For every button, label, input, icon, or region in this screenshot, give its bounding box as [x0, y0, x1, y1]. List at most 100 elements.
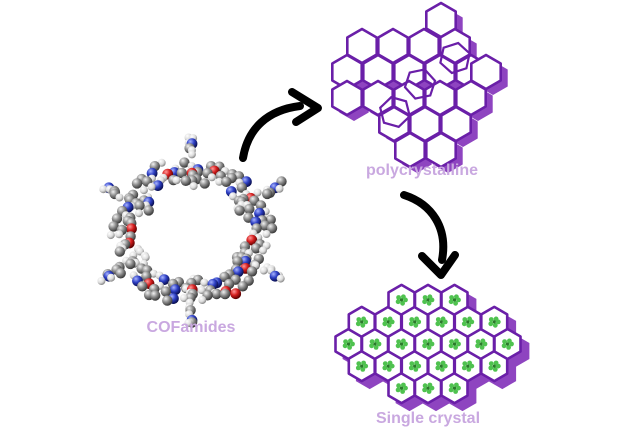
- hydrogen-atom: [139, 186, 148, 195]
- guest-molecule-icon: [408, 316, 422, 328]
- hydrogen-atom: [115, 230, 124, 239]
- hydrogen-atom: [141, 253, 150, 262]
- guest-molecule-icon: [435, 360, 448, 372]
- carbon-atom: [236, 182, 247, 193]
- carbon-atom: [199, 178, 210, 189]
- hydrogen-atom: [189, 182, 198, 191]
- carbon-atom: [234, 205, 245, 216]
- guest-molecule-icon: [475, 338, 488, 350]
- hydrogen-atom: [259, 266, 268, 275]
- carbon-atom: [246, 266, 258, 277]
- guest-molecule-icon: [448, 382, 461, 394]
- hydrogen-atom: [275, 184, 284, 193]
- carbon-atom: [244, 203, 255, 215]
- polycrystalline-hexagon-cluster: [330, 1, 508, 173]
- polycrystalline-grain: [424, 131, 458, 169]
- carbon-atom: [125, 258, 136, 270]
- hydrogen-atom: [115, 193, 124, 202]
- guest-molecule-icon: [488, 360, 501, 372]
- hydrogen-atom: [147, 182, 156, 191]
- carbon-atom: [108, 221, 119, 232]
- polycrystalline-grain: [330, 53, 364, 91]
- hydrogen-atom: [180, 294, 188, 303]
- hydrogen-atom: [276, 274, 285, 283]
- hydrogen-atom: [187, 150, 196, 159]
- hydrogen-atom: [97, 277, 106, 285]
- carbon-atom: [134, 200, 145, 211]
- misaligned-grain: [403, 68, 437, 100]
- polycrystalline-grain: [393, 131, 427, 169]
- guest-molecule-icon: [355, 316, 369, 328]
- hydrogen-atom: [106, 231, 115, 240]
- guest-molecule-icon: [395, 382, 408, 394]
- nitrogen-atom: [232, 266, 244, 278]
- guest-molecule-icon: [395, 294, 408, 306]
- guest-molecule-icon: [369, 338, 382, 350]
- carbon-atom: [250, 243, 262, 254]
- guest-molecule-icon: [382, 360, 395, 372]
- carbon-atom: [111, 213, 123, 224]
- guest-molecule-icon: [448, 338, 461, 350]
- curved-arrow-down-icon: [400, 191, 459, 279]
- carbon-atom: [162, 295, 173, 306]
- carbon-atom: [160, 286, 172, 297]
- carbon-atom: [176, 167, 187, 179]
- hydrogen-atom: [207, 173, 216, 182]
- hydrogen-atom: [262, 230, 271, 238]
- hydrogen-atom: [198, 296, 207, 304]
- cofamides-label: COFamides: [146, 319, 236, 336]
- cofamide-molecule-model: [97, 133, 287, 328]
- hydrogen-atom: [135, 209, 143, 218]
- oxygen-atom: [126, 223, 137, 235]
- hydrogen-atom: [200, 278, 209, 287]
- misaligned-grain: [379, 95, 411, 129]
- single-crystal-label: Single crystal: [375, 410, 481, 427]
- carbon-atom: [179, 157, 190, 168]
- guest-molecule-icon: [448, 294, 461, 306]
- single-crystal-hexagon-lattice: [334, 283, 530, 412]
- carbon-atom: [137, 281, 148, 292]
- polycrystalline-grain: [330, 79, 364, 117]
- carbon-atom: [114, 246, 126, 257]
- curved-arrow-right-icon: [239, 88, 322, 162]
- guest-molecule-icon: [342, 338, 355, 350]
- carbon-atom: [232, 256, 243, 267]
- carbon-atom: [237, 281, 248, 292]
- carbon-atom: [143, 205, 154, 216]
- polycrystalline-grain: [361, 53, 395, 91]
- guest-molecule-icon: [422, 338, 435, 350]
- hydrogen-atom: [259, 246, 267, 255]
- polycrystalline-grain: [423, 53, 457, 91]
- carbon-atom: [262, 188, 273, 200]
- guest-molecule-icon: [382, 316, 395, 328]
- guest-molecule-icon: [435, 316, 448, 328]
- hydrogen-atom: [107, 273, 116, 282]
- polycrystalline-label: polycrystalline: [365, 162, 479, 179]
- oxygen-atom: [230, 288, 242, 300]
- carbon-atom: [211, 288, 222, 300]
- guest-molecule-icon: [461, 316, 475, 328]
- guest-molecule-icon: [422, 294, 435, 306]
- carbon-atom: [219, 288, 231, 300]
- hydrogen-atom: [184, 319, 193, 327]
- guest-molecule-icon: [488, 316, 501, 328]
- carbon-atom: [266, 223, 278, 234]
- guest-molecule-icon: [461, 360, 475, 372]
- carbon-atom: [150, 290, 161, 301]
- nitrogen-atom: [169, 284, 181, 296]
- guest-molecule-icon: [408, 360, 422, 372]
- oxygen-atom: [246, 234, 258, 246]
- guest-molecule-icon: [501, 338, 514, 350]
- carbon-atom: [221, 176, 232, 187]
- carbon-atom: [131, 178, 143, 189]
- hydrogen-atom: [172, 176, 181, 185]
- carbon-atom: [115, 268, 126, 279]
- process-arrows: [239, 88, 459, 279]
- guest-molecule-icon: [355, 360, 369, 372]
- carbon-atom: [180, 175, 191, 186]
- misaligned-grain: [439, 41, 471, 75]
- guest-molecule-icon: [395, 338, 408, 350]
- hydrogen-atom: [99, 185, 108, 194]
